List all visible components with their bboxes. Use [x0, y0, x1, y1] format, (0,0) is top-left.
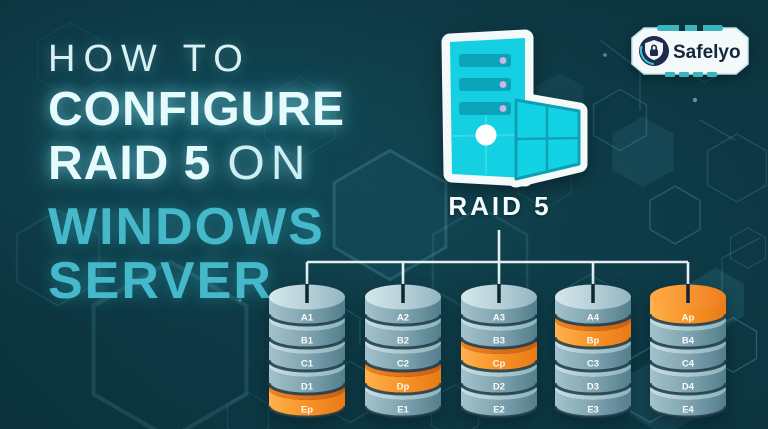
disk-block-label: Ap	[682, 313, 695, 324]
disk-block-label: C4	[682, 359, 695, 370]
disk-block-label: Dp	[397, 382, 410, 393]
disk-cylinder: E3 D3 C3 Bp A4	[553, 284, 633, 419]
disk-cylinder: E2 D2 Cp B3 A3	[459, 284, 538, 419]
disk-block-label: A1	[301, 313, 314, 324]
disk-block-label: C2	[397, 359, 409, 370]
disk-cylinder: Ep D1 C1 B1 A1	[267, 284, 347, 419]
disk-block-label: Cp	[492, 359, 505, 370]
disk-block-label: A4	[587, 313, 600, 324]
disk-block-label: B1	[301, 336, 314, 347]
disk-block-label: E3	[587, 405, 599, 416]
disk-block-label: E1	[397, 405, 409, 416]
disk-block-label: Ep	[301, 405, 313, 416]
disk-block-label: Bp	[587, 336, 600, 347]
disk-block-label: D1	[301, 382, 314, 393]
disk-block-label: B2	[397, 336, 409, 347]
disk-block-label: D4	[682, 382, 695, 393]
disk-block-label: B3	[492, 336, 504, 347]
disk-block-label: D3	[587, 382, 599, 393]
disk-cylinder: E4 D4 C4 B4 Ap	[648, 284, 728, 419]
disk-block-label: A3	[492, 313, 504, 324]
disk-block-label: C3	[587, 359, 599, 370]
disk-cylinder: E1 Dp C2 B2 A2	[363, 284, 443, 419]
disk-block-label: C1	[301, 359, 314, 370]
disk-block-label: A2	[397, 313, 409, 324]
disk-block-label: E4	[682, 405, 694, 416]
disk-block-label: D2	[492, 382, 504, 393]
disk-block-label: B4	[682, 336, 695, 347]
disk-block-label: E2	[493, 405, 505, 416]
